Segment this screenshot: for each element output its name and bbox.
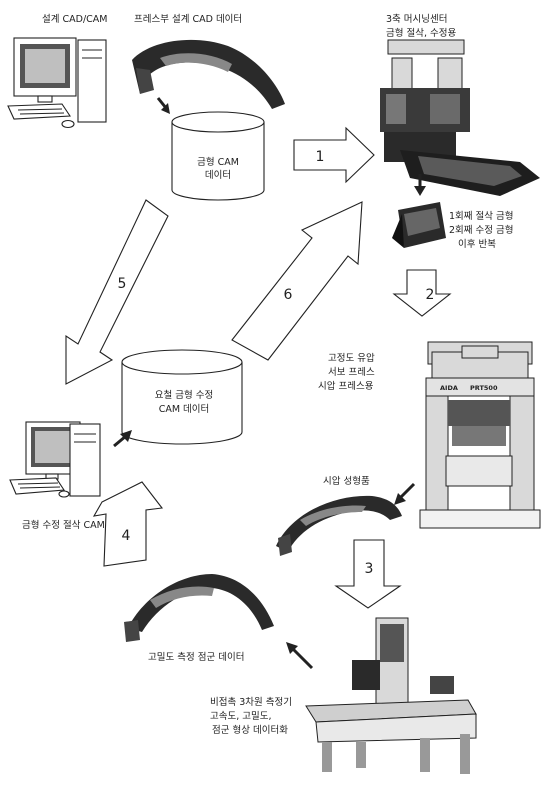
press-label-3: 시압 프레스용	[318, 380, 374, 392]
flow-arrow-4	[92, 481, 164, 567]
cmm-label-2: 고속도, 고밀도,	[210, 710, 272, 722]
die-cycle-label-3: 이후 반복	[458, 239, 496, 250]
modified-cam-label-1: 요철 금형 수정	[155, 390, 213, 401]
flow-arrow-2	[392, 269, 452, 317]
step-number-6: 6	[284, 287, 293, 303]
design-computer-icon	[7, 37, 107, 129]
arrow-part-to-die-cam	[156, 97, 170, 114]
press-label-1: 고정도 유압	[328, 352, 375, 364]
coordinate-measuring-machine-image	[305, 617, 477, 774]
press-design-data-label: 프레스부 설계 CAD 데이터	[134, 13, 242, 25]
flow-arrow-3	[334, 539, 402, 609]
die-cycle-label-1: 1회째 절삭 금형	[449, 210, 514, 222]
step-number-3: 3	[365, 561, 374, 577]
cmm-label-1: 비접촉 3차원 측정기	[210, 696, 292, 708]
arrow-computer-to-modified-cam	[113, 430, 132, 448]
machining-center-image	[380, 39, 540, 196]
measured-part-image	[124, 574, 274, 642]
step-number-2: 2	[426, 287, 435, 303]
point-cloud-data-label: 고밀도 측정 점군 데이터	[148, 651, 244, 663]
modified-cam-label-2: CAM 데이터	[159, 404, 210, 415]
flow-arrow-6	[231, 201, 363, 361]
trial-part-image	[276, 495, 402, 556]
machining-center-sub-label: 금형 절삭, 수정용	[386, 27, 456, 39]
design-cad-cam-label: 설계 CAD/CAM	[42, 13, 107, 25]
die-cam-label-1: 금형 CAM	[197, 157, 239, 168]
press-model-text: PRT500	[470, 384, 498, 392]
modify-cam-label: 금형 수정 절삭 CAM	[22, 519, 105, 531]
cmm-label-3: 점군 형상 데이터화	[212, 724, 288, 736]
modified-cam-data-cylinder	[121, 349, 243, 445]
press-label-2: 서보 프레스	[328, 367, 375, 378]
trial-part-label: 시압 성형품	[323, 475, 370, 487]
die-cam-label-2: 데이터	[205, 170, 231, 181]
die-cycle-label-2: 2회째 수정 금형	[449, 225, 514, 236]
flow-arrow-1	[293, 126, 375, 184]
step-number-1: 1	[316, 149, 325, 165]
arrow-press-to-trial-part	[394, 482, 416, 505]
press-brand-text: AIDA	[440, 384, 458, 392]
machining-center-label: 3축 머시닝센터	[386, 14, 448, 25]
press-part-icon-top	[132, 39, 285, 109]
die-block-image	[392, 202, 446, 248]
arrow-cmm-to-measured-part	[286, 642, 314, 670]
die-cam-data-cylinder	[171, 111, 265, 201]
hydraulic-press-image	[419, 341, 541, 529]
step-number-4: 4	[122, 528, 131, 544]
step-number-5: 5	[118, 276, 127, 292]
flow-arrow-5	[65, 199, 169, 385]
modify-cam-computer-icon	[9, 421, 101, 498]
arrow-machine-to-die	[414, 174, 426, 196]
